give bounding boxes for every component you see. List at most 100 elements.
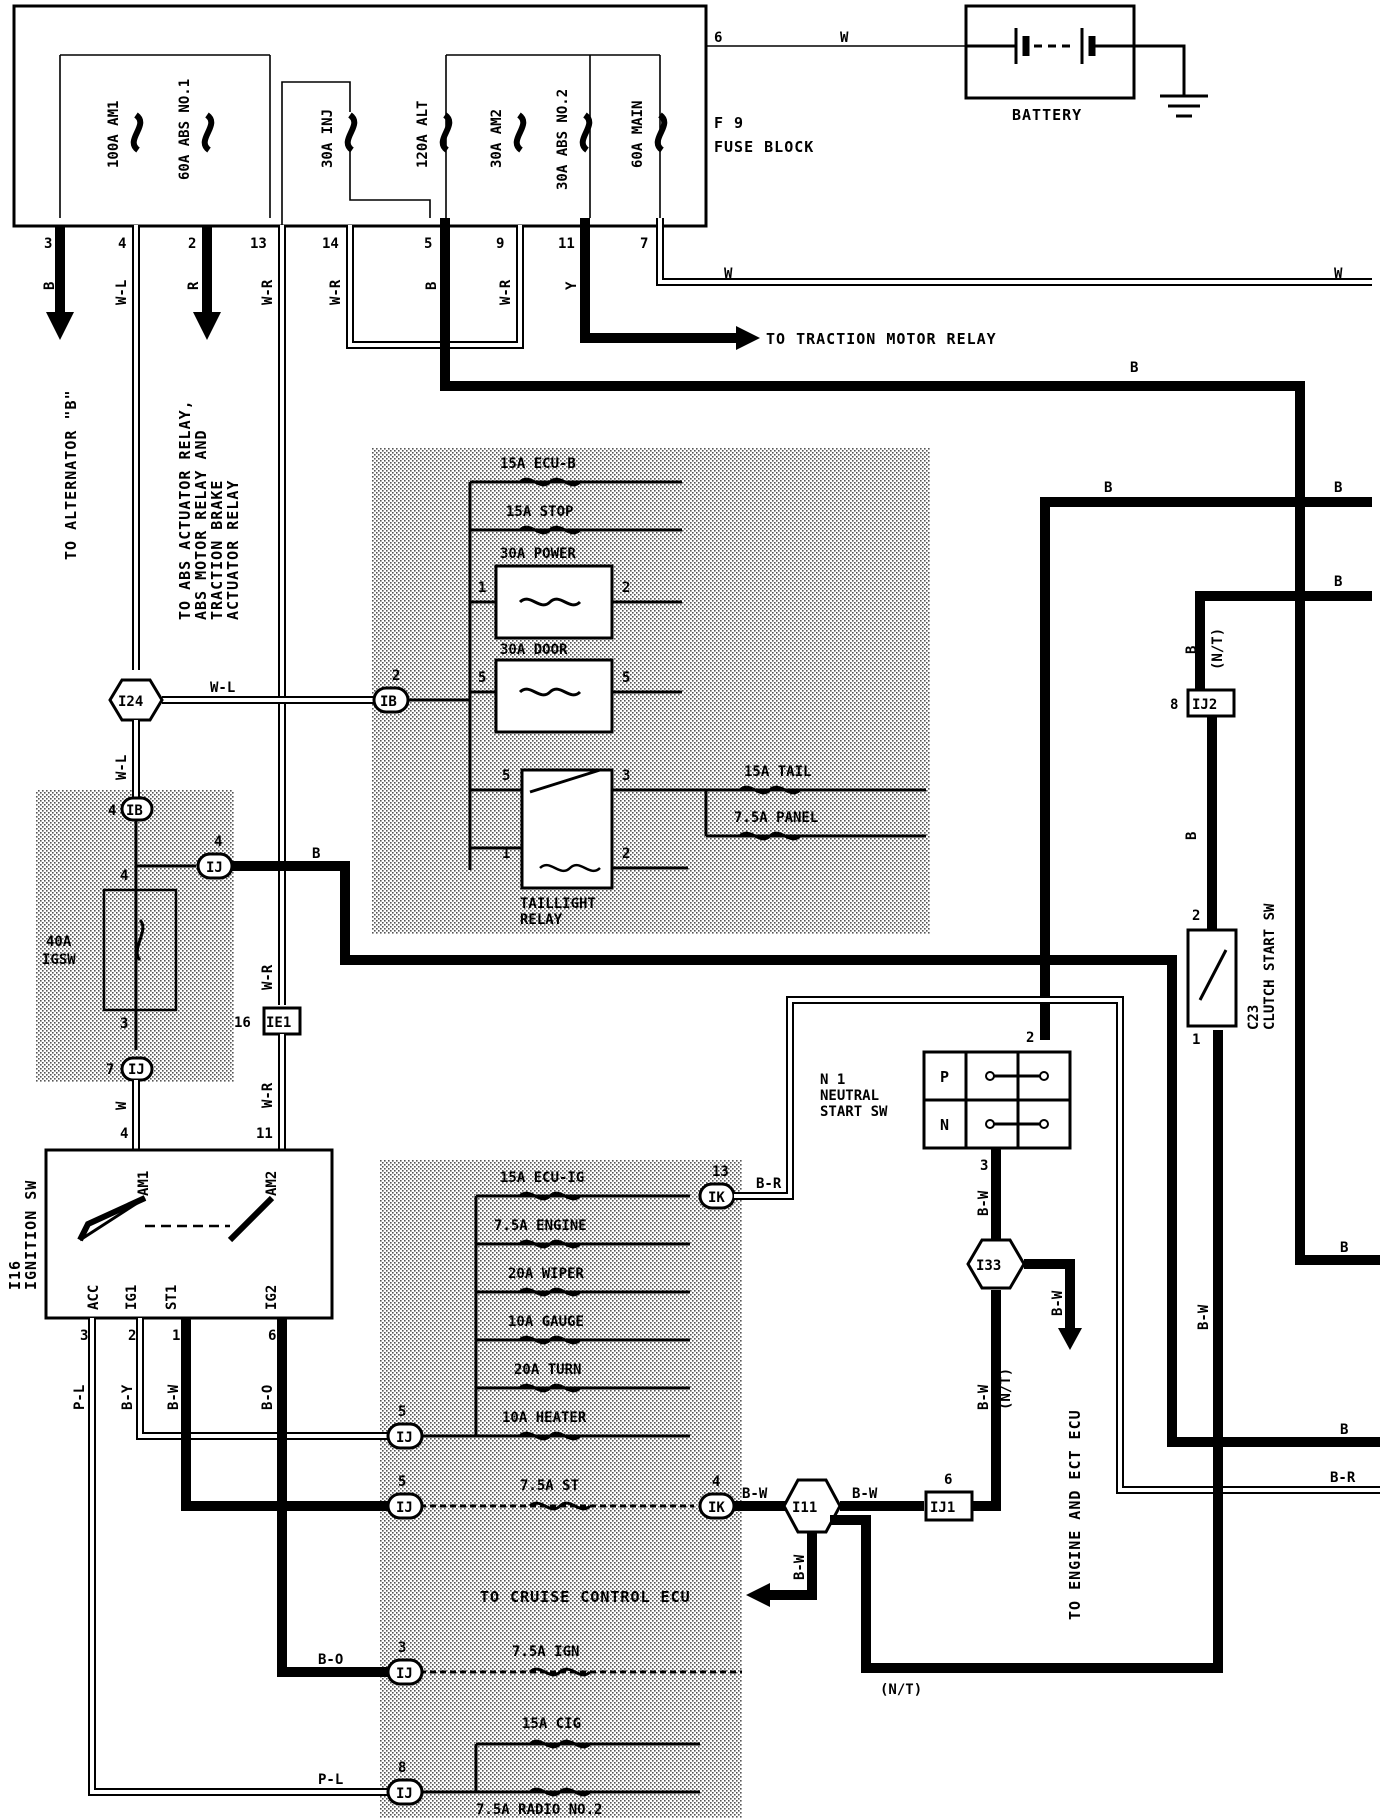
nsw-line1: NEUTRAL [820,1088,879,1104]
ij-igsw-pin: 4 [214,834,222,850]
pin-door-5b: 5 [622,670,630,686]
wire-br-label-2: B-R [1330,1470,1356,1486]
pin-relay-1: 1 [502,846,510,862]
wire-nt-ij2: (N/T) [1210,628,1226,670]
igsw-pin-4: 4 [120,868,128,884]
ign-ig1: IG1 [124,1285,140,1310]
pin-power-1: 1 [478,580,486,596]
wire-b-right-label: B [1340,1422,1348,1438]
to-alternator: TO ALTERNATOR "B" [62,389,80,560]
i11-label: I11 [792,1500,817,1516]
wire-b-alt: B [42,282,58,290]
wire-w-7-label-2: W [1334,266,1343,282]
ij-ign-label: IJ [396,1666,413,1682]
i24-label: I24 [118,694,143,710]
fuse-block-name: F 9 [714,114,744,132]
ij-heater-label: IJ [396,1430,413,1446]
ignition-label: IGNITION SW [22,1180,40,1290]
ik-ecu-ig-label: IK [708,1190,725,1206]
pin-door-5a: 5 [478,670,486,686]
i33-connector [966,1238,1026,1290]
fuse-15a-ecu-ig: 15A ECU-IG [500,1170,584,1186]
ign-am2: AM2 [264,1171,280,1196]
fb-pin-11: 11 [558,236,575,252]
wire-bw-st-label: B-W [166,1384,182,1410]
fuse-7-5a-panel: 7.5A PANEL [734,810,818,826]
ij-st-pin: 5 [398,1474,406,1490]
wire-b-branch-1-label-2: B [1334,480,1342,496]
fuse-30a-inj: 30A INJ [320,109,336,168]
fuse-30a-power: 30A POWER [500,546,576,562]
ign-pin-6: 6 [268,1328,276,1344]
i24-connector [108,678,164,722]
fuse-block-title: FUSE BLOCK [714,138,814,156]
ignition-switch [44,1148,334,1320]
clutch-start-switch [1186,928,1238,1028]
ij-heater-pin: 5 [398,1404,406,1420]
taillight-relay-2: RELAY [520,912,563,928]
fb-pin-4: 4 [118,236,126,252]
wire-b-branch-2-label: B [1334,574,1342,590]
fuse-15a-cig: 15A CIG [522,1716,581,1732]
fuse-100a-am1: 100A AM1 [106,101,122,168]
nsw-n: N [940,1116,950,1134]
igsw-fuse-box [102,888,178,1012]
ij-radio-label: IJ [396,1786,413,1802]
ij2-label: IJ2 [1192,697,1217,713]
ij-radio-pin: 8 [398,1760,406,1776]
wire-bw-clutch: B-W [1196,1304,1212,1330]
wire-b-igsw [232,861,1380,1447]
wire-b-branch-1-label: B [1104,480,1112,496]
ib-upper-label: IB [380,694,397,710]
fuse-7-5a-ign: 7.5A IGN [512,1644,579,1660]
ignition-id: I16 [6,1260,24,1290]
wire-wr-5: W-R [260,1082,276,1108]
nsw-pin-3: 3 [980,1158,988,1174]
fuse-60a-abs1: 60A ABS NO.1 [177,79,193,180]
ik-st-pin: 4 [712,1474,720,1490]
wire-b-main-label-3: B [1340,1240,1348,1256]
clutch-pin-1: 1 [1192,1032,1200,1048]
wire-r-abs: R [186,281,202,290]
to-traction: TO TRACTION MOTOR RELAY [766,330,997,348]
ij-st [386,1492,424,1520]
wire-wr-4: W-R [260,964,276,990]
fuse-20a-wiper: 20A WIPER [508,1266,584,1282]
lower-fuse-symbols [518,1191,592,1797]
fuse-10a-heater: 10A HEATER [502,1410,587,1426]
fuse-20a-turn: 20A TURN [514,1362,581,1378]
fb-pin-7: 7 [640,236,648,252]
ign-ig2: IG2 [264,1285,280,1310]
fuse-7-5a-radio: 7.5A RADIO NO.2 [476,1802,602,1818]
ign-pin-1: 1 [172,1328,180,1344]
nsw-id: N 1 [820,1072,845,1088]
to-cruise: TO CRUISE CONTROL ECU [480,1588,691,1606]
wire-bo-label-2: B-O [318,1652,343,1668]
fb-pin-14: 14 [322,236,339,252]
igsw-pin-3: 3 [120,1016,128,1032]
wire-wl-3: W-L [114,755,130,780]
clutch-id: C23 [1246,1005,1262,1030]
wire-b-branch-2 [1195,591,1372,700]
fb-pin-6: 6 [714,30,722,46]
wire-bo-label-1: B-O [260,1385,276,1410]
wire-bw-ij1: B-W [852,1486,878,1502]
ign-pin-3: 3 [80,1328,88,1344]
neutral-start-switch [922,1050,1072,1150]
lower-panel-wiring [420,1194,742,1794]
fuse-30a-am2: 30A AM2 [489,109,505,168]
wire-by-label: B-Y [120,1384,136,1410]
nsw-pin-2: 2 [1026,1030,1034,1046]
wire-pl-1: P-L [72,1385,88,1410]
fb-pin-3: 3 [44,236,52,252]
nsw-line2: START SW [820,1104,888,1120]
abs-arrow [193,312,221,340]
fuse-60a-main: 60A MAIN [630,101,646,168]
ib-upper-pin: 2 [392,668,400,684]
fuse-7-5a-st: 7.5A ST [520,1478,579,1494]
wire-b-clutch: B [1184,832,1200,840]
nsw-p: P [940,1068,950,1086]
wire-bo [277,1318,390,1677]
ign-am1: AM1 [136,1171,152,1196]
wire-b-main [440,218,1310,1265]
